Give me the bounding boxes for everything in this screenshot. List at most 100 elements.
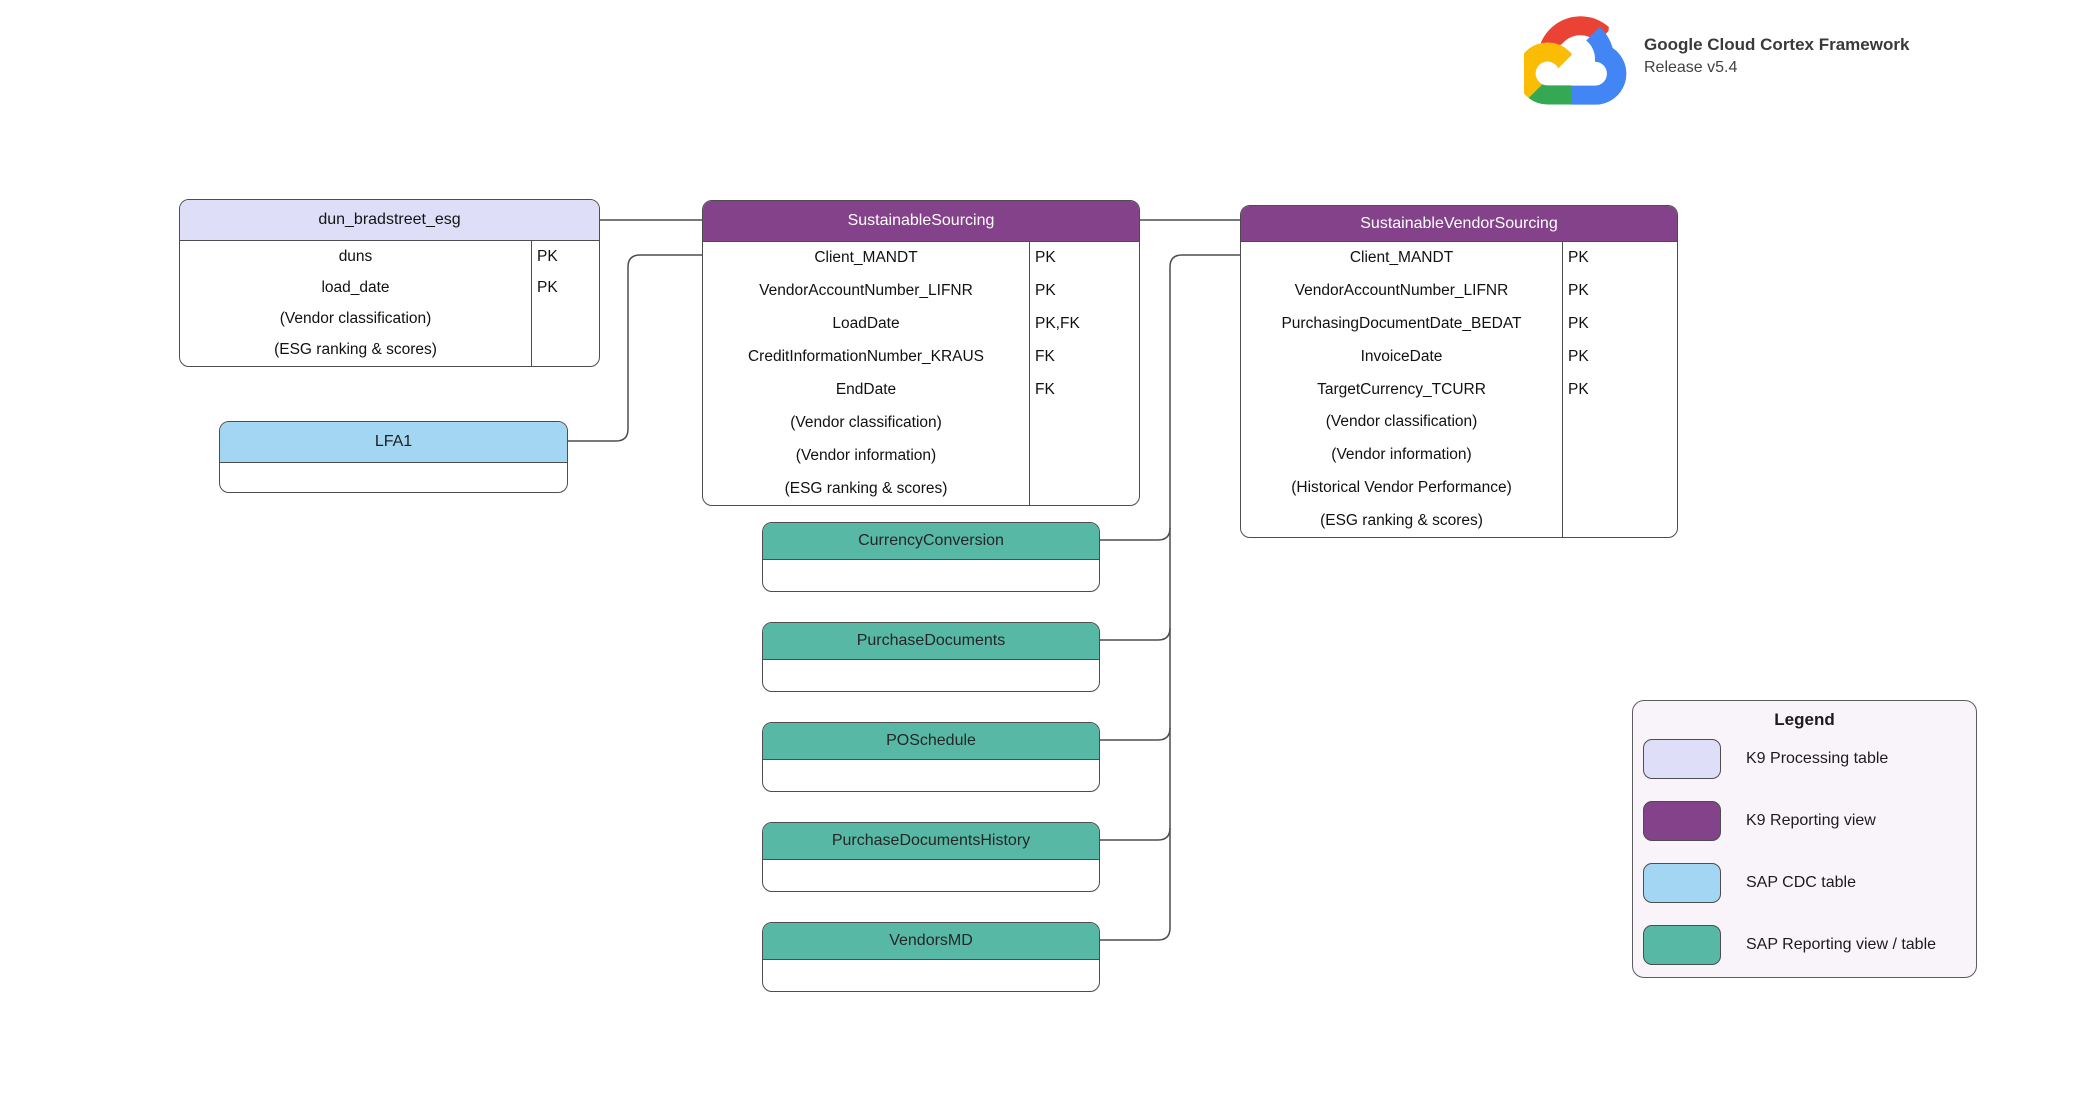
table-row: load_date PK bbox=[180, 272, 599, 304]
legend-items: K9 Processing table K9 Reporting view SA… bbox=[1633, 739, 1976, 965]
field-key: FK bbox=[1029, 340, 1139, 374]
table-row: (Vendor classification) bbox=[703, 406, 1139, 440]
logo-red-segment bbox=[1539, 16, 1609, 48]
table-row: (ESG ranking & scores) bbox=[1241, 504, 1677, 537]
legend-label: K9 Reporting view bbox=[1746, 812, 1876, 829]
field-name: (ESG ranking & scores) bbox=[274, 341, 437, 359]
field-key bbox=[1029, 406, 1139, 440]
connector-trunk-to-vendorsmd bbox=[1100, 254, 1240, 941]
table-title: dun_bradstreet_esg bbox=[180, 200, 599, 241]
google-cloud-logo bbox=[1524, 16, 1627, 105]
table-row: (Vendor classification) bbox=[1241, 405, 1677, 439]
field-key: FK bbox=[1029, 373, 1139, 407]
connector-lfa1-to-sustainablesourcing bbox=[568, 254, 702, 442]
table-title: POSchedule bbox=[763, 723, 1099, 760]
table-title: LFA1 bbox=[220, 422, 567, 463]
field-name: (Historical Vendor Performance) bbox=[1291, 478, 1512, 496]
logo-blue-segment bbox=[1568, 27, 1627, 105]
table-row: duns PK bbox=[180, 241, 599, 273]
table-body: Client_MANDT PK VendorAccountNumber_LIFN… bbox=[703, 242, 1139, 505]
field-key: PK bbox=[531, 272, 599, 304]
field-key bbox=[1029, 472, 1139, 505]
connector-poschedule bbox=[1100, 727, 1171, 741]
field-name: duns bbox=[338, 247, 373, 265]
logo-yellow-segment bbox=[1524, 42, 1573, 99]
table-row: CreditInformationNumber_KRAUS FK bbox=[703, 340, 1139, 374]
brand-text: Google Cloud Cortex Framework Release v5… bbox=[1644, 34, 1909, 79]
legend-item: K9 Processing table bbox=[1643, 739, 1976, 779]
field-name: load_date bbox=[321, 278, 390, 296]
table-title: CurrencyConversion bbox=[763, 523, 1099, 560]
field-name: VendorAccountNumber_LIFNR bbox=[1294, 282, 1509, 300]
field-key bbox=[1562, 438, 1677, 472]
field-key bbox=[531, 334, 599, 366]
field-key: PK,FK bbox=[1029, 307, 1139, 341]
field-name: (Vendor information) bbox=[795, 446, 937, 464]
table-row: (Historical Vendor Performance) bbox=[1241, 471, 1677, 505]
table-row: (ESG ranking & scores) bbox=[180, 334, 599, 366]
table-dun-bradstreet-esg: dun_bradstreet_esg duns PK load_date PK … bbox=[179, 199, 600, 367]
logo-green-segment bbox=[1528, 84, 1572, 105]
table-row: InvoiceDate PK bbox=[1241, 340, 1677, 374]
table-row: (Vendor information) bbox=[703, 439, 1139, 473]
field-name: (Vendor classification) bbox=[279, 310, 432, 328]
table-sustainablevendorsourcing: SustainableVendorSourcing Client_MANDT P… bbox=[1240, 205, 1678, 538]
legend-title: Legend bbox=[1774, 710, 1835, 729]
field-key bbox=[531, 303, 599, 335]
field-key bbox=[1562, 504, 1677, 537]
legend-label: SAP Reporting view / table bbox=[1746, 936, 1937, 953]
sap-cdc-swatch bbox=[1643, 863, 1721, 903]
table-row: VendorAccountNumber_LIFNR PK bbox=[1241, 274, 1677, 308]
field-key: PK bbox=[531, 241, 599, 273]
brand-block: Google Cloud Cortex Framework Release v5… bbox=[1524, 4, 1909, 108]
field-name: InvoiceDate bbox=[1360, 347, 1443, 365]
field-key: PK bbox=[1562, 340, 1677, 374]
connector-purchasedocumentshistory bbox=[1100, 827, 1171, 841]
field-name: LoadDate bbox=[832, 315, 900, 333]
table-row: (Vendor classification) bbox=[180, 303, 599, 335]
table-body: duns PK load_date PK (Vendor classificat… bbox=[180, 241, 599, 366]
field-name: (Vendor classification) bbox=[790, 413, 942, 431]
legend: Legend K9 Processing table K9 Reporting … bbox=[1632, 700, 1977, 978]
table-title: PurchaseDocuments bbox=[763, 623, 1099, 660]
table-body: Client_MANDT PK VendorAccountNumber_LIFN… bbox=[1241, 242, 1677, 537]
connector-currencyconversion bbox=[1100, 527, 1171, 541]
table-lfa1: LFA1 bbox=[219, 421, 568, 493]
field-name: Client_MANDT bbox=[814, 249, 918, 267]
brand-subtitle: Release v5.4 bbox=[1644, 58, 1738, 76]
table-row: (Vendor information) bbox=[1241, 438, 1677, 472]
table-row: TargetCurrency_TCURR PK bbox=[1241, 373, 1677, 406]
field-key: PK bbox=[1562, 307, 1677, 341]
field-name: VendorAccountNumber_LIFNR bbox=[759, 282, 973, 300]
table-vendorsmd: VendorsMD bbox=[762, 922, 1100, 992]
legend-label: K9 Processing table bbox=[1746, 750, 1889, 767]
field-key: PK bbox=[1562, 373, 1677, 406]
table-currencyconversion: CurrencyConversion bbox=[762, 522, 1100, 592]
field-name: (ESG ranking & scores) bbox=[784, 479, 948, 497]
table-row: (ESG ranking & scores) bbox=[703, 472, 1139, 505]
field-name: Client_MANDT bbox=[1349, 249, 1454, 267]
k9-reporting-swatch bbox=[1643, 801, 1721, 841]
legend-item: SAP Reporting view / table bbox=[1643, 925, 1976, 965]
legend-item: K9 Reporting view bbox=[1643, 801, 1976, 841]
legend-item: SAP CDC table bbox=[1643, 863, 1976, 903]
table-body bbox=[763, 760, 1099, 791]
field-name: PurchasingDocumentDate_BEDAT bbox=[1281, 314, 1522, 332]
field-key bbox=[1562, 471, 1677, 505]
table-row: Client_MANDT PK bbox=[1241, 242, 1677, 275]
field-name: EndDate bbox=[835, 380, 897, 398]
field-name: (ESG ranking & scores) bbox=[1320, 511, 1483, 529]
table-body bbox=[763, 960, 1099, 991]
field-name: (Vendor information) bbox=[1331, 446, 1472, 464]
field-name: CreditInformationNumber_KRAUS bbox=[747, 348, 985, 366]
table-row: PurchasingDocumentDate_BEDAT PK bbox=[1241, 307, 1677, 341]
k9-processing-swatch bbox=[1643, 739, 1721, 779]
field-key: PK bbox=[1562, 274, 1677, 308]
table-purchasedocumentshistory: PurchaseDocumentsHistory bbox=[762, 822, 1100, 892]
table-title: PurchaseDocumentsHistory bbox=[763, 823, 1099, 860]
field-name: TargetCurrency_TCURR bbox=[1317, 380, 1486, 398]
brand-title: Google Cloud Cortex Framework bbox=[1644, 34, 1910, 54]
table-row: VendorAccountNumber_LIFNR PK bbox=[703, 274, 1139, 308]
table-title: SustainableSourcing bbox=[703, 201, 1139, 242]
